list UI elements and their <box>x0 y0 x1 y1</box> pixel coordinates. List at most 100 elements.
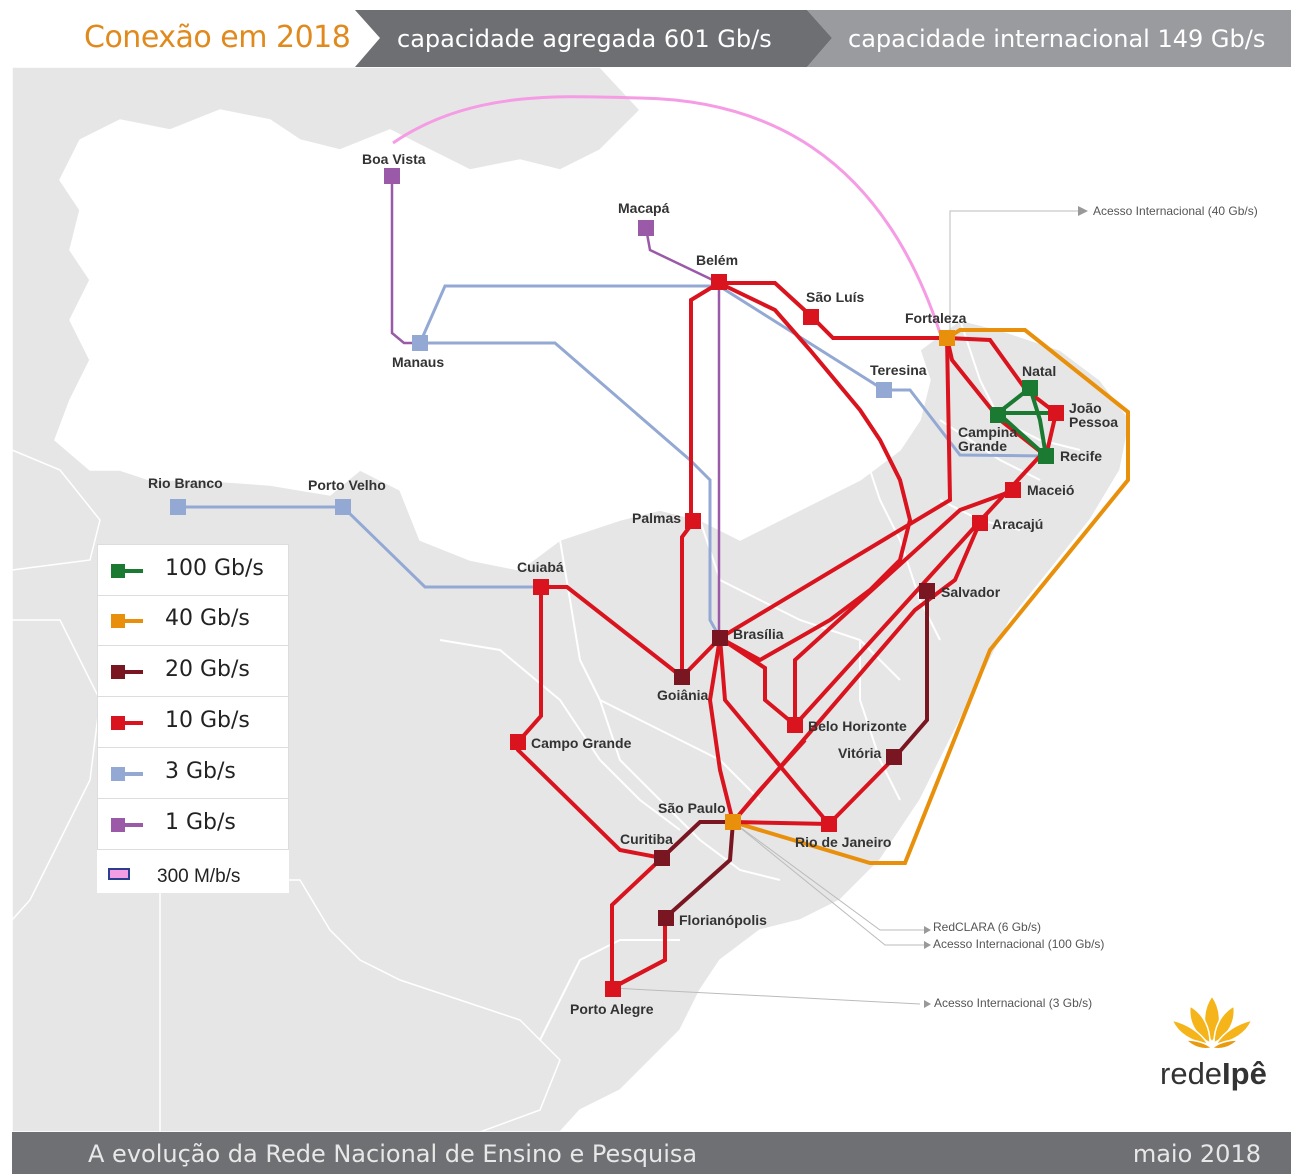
legend-label-300: 300 M/b/s <box>157 866 241 887</box>
label-cuiaba: Cuiabá <box>517 559 564 575</box>
node-fortaleza[interactable] <box>939 330 955 346</box>
node-maceio[interactable] <box>1005 482 1021 498</box>
node-natal[interactable] <box>1022 380 1038 396</box>
legend-row-40gbps: 40 Gb/s <box>97 595 289 646</box>
legend-row-10gbps: 10 Gb/s <box>97 697 289 748</box>
label-curitiba: Curitiba <box>620 831 673 847</box>
logo-word-bold: Ipê <box>1222 1056 1267 1091</box>
label-rio-branco: Rio Branco <box>148 475 223 491</box>
node-belo-horizonte[interactable] <box>787 717 803 733</box>
label-vitoria: Vitória <box>838 745 882 761</box>
legend-row-3gbps: 3 Gb/s <box>97 748 289 799</box>
label-florianopolis: Florianópolis <box>679 912 767 928</box>
label-porto-velho: Porto Velho <box>308 477 386 493</box>
node-florianopolis[interactable] <box>658 910 674 926</box>
ipe-flower-icon <box>1170 994 1254 1050</box>
label-belem: Belém <box>696 252 738 268</box>
legend-label-10: 10 Gb/s <box>165 708 250 733</box>
node-vitoria[interactable] <box>886 749 902 765</box>
node-porto-alegre[interactable] <box>605 981 621 997</box>
node-sao-paulo[interactable] <box>725 814 741 830</box>
legend-swatch-300 <box>108 868 130 880</box>
label-joao-pessoa-1: João <box>1069 400 1102 416</box>
label-sao-paulo: São Paulo <box>658 800 726 816</box>
legend-label-20: 20 Gb/s <box>165 657 250 682</box>
header-bar: Conexão em 2018 capacidade agregada 601 … <box>12 10 1291 67</box>
label-brasilia: Brasília <box>733 626 784 642</box>
label-fortaleza: Fortaleza <box>905 310 967 326</box>
node-campo-grande[interactable] <box>510 734 526 750</box>
legend-line-10 <box>123 721 143 725</box>
legend-line-100 <box>123 569 143 573</box>
footer-bar: A evolução da Rede Nacional de Ensino e … <box>12 1132 1291 1174</box>
note-poa-intl: Acesso Internacional (3 Gb/s) <box>934 996 1092 1010</box>
label-sao-luis: São Luís <box>806 289 865 305</box>
label-teresina: Teresina <box>870 362 927 378</box>
label-recife: Recife <box>1060 448 1102 464</box>
node-belem[interactable] <box>711 274 727 290</box>
header-bands <box>355 10 1291 67</box>
legend-row-1gbps: 1 Gb/s <box>97 799 289 850</box>
legend-label-100: 100 Gb/s <box>165 556 264 581</box>
node-cuiaba[interactable] <box>533 579 549 595</box>
legend-label-1: 1 Gb/s <box>165 810 236 835</box>
node-macapa[interactable] <box>638 220 654 236</box>
label-rio-de-janeiro: Rio de Janeiro <box>795 834 891 850</box>
header-international-capacity: capacidade internacional 149 Gb/s <box>848 25 1266 53</box>
label-campina-1: Campina <box>958 424 1017 440</box>
node-rio-branco[interactable] <box>170 499 186 515</box>
links-3gbps <box>178 284 1047 639</box>
footer-date: maio 2018 <box>1132 1140 1261 1168</box>
label-campina-2: Grande <box>958 438 1007 454</box>
link-300mbps-boavista-fortaleza <box>392 95 942 334</box>
header-aggregate-capacity: capacidade agregada 601 Gb/s <box>397 25 772 53</box>
label-joao-pessoa-2: Pessoa <box>1069 414 1118 430</box>
node-teresina[interactable] <box>876 382 892 398</box>
node-campina-grande[interactable] <box>990 407 1006 423</box>
legend-swatch-40 <box>111 614 125 628</box>
header-title-area: Conexão em 2018 <box>12 10 372 67</box>
legend-swatch-20 <box>111 665 125 679</box>
node-porto-velho[interactable] <box>335 499 351 515</box>
legend-row-100gbps: 100 Gb/s <box>97 544 289 596</box>
legend-swatch-10 <box>111 716 125 730</box>
node-manaus[interactable] <box>412 335 428 351</box>
annotation-leaders <box>611 210 1085 1005</box>
node-brasilia[interactable] <box>712 630 728 646</box>
node-aracaju[interactable] <box>972 515 988 531</box>
label-salvador: Salvador <box>941 584 1001 600</box>
node-palmas[interactable] <box>685 513 701 529</box>
annotation-arrows <box>924 206 1088 1008</box>
node-sao-luis[interactable] <box>803 309 819 325</box>
node-salvador[interactable] <box>919 583 935 599</box>
logo-word-light: rede <box>1160 1056 1223 1091</box>
node-goiania[interactable] <box>674 669 690 685</box>
label-goiania: Goiânia <box>657 687 709 703</box>
label-manaus: Manaus <box>392 354 444 370</box>
legend-swatch-3 <box>111 767 125 781</box>
label-macapa: Macapá <box>618 200 670 216</box>
legend: 100 Gb/s 40 Gb/s 20 Gb/s 10 Gb/s 3 Gb/s … <box>97 544 289 893</box>
legend-line-20 <box>123 670 143 674</box>
link-40gbps-ring <box>732 328 1130 865</box>
footer-caption: A evolução da Rede Nacional de Ensino e … <box>88 1140 698 1168</box>
header-title: Conexão em 2018 <box>84 20 351 55</box>
redeipe-logo: redeIpê <box>1150 988 1280 1098</box>
legend-swatch-1 <box>111 818 125 832</box>
logo-wordmark: redeIpê <box>1160 1056 1267 1092</box>
label-aracaju: Aracajú <box>992 516 1043 532</box>
node-rio-de-janeiro[interactable] <box>821 816 837 832</box>
land-masses <box>11 66 1131 1133</box>
node-joao-pessoa[interactable] <box>1048 405 1064 421</box>
legend-line-40 <box>123 619 143 623</box>
legend-swatch-100 <box>111 564 125 578</box>
legend-row-300mbps: 300 M/b/s <box>97 850 287 890</box>
node-recife[interactable] <box>1038 448 1054 464</box>
city-labels: Boa Vista Macapá Belém São Luís Fortalez… <box>148 151 1118 1017</box>
legend-label-40: 40 Gb/s <box>165 606 250 631</box>
notes: Acesso Internacional (40 Gb/s) RedCLARA … <box>933 204 1258 1010</box>
node-boa-vista[interactable] <box>384 168 400 184</box>
node-curitiba[interactable] <box>654 850 670 866</box>
legend-row-20gbps: 20 Gb/s <box>97 646 289 697</box>
